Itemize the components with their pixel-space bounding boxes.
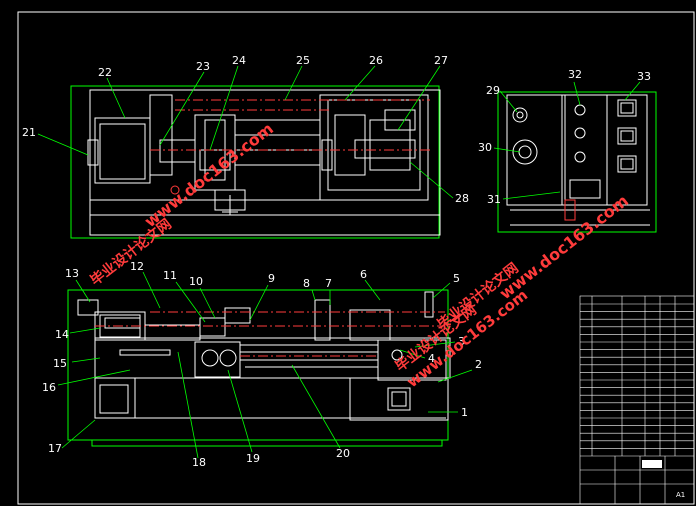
side-view	[497, 91, 657, 233]
leader-30	[493, 147, 521, 153]
leader-8	[311, 289, 316, 301]
balloon-18: 18	[192, 456, 206, 469]
leader-15	[71, 357, 101, 363]
top-view	[70, 85, 441, 239]
leader-29	[499, 90, 518, 113]
leader-31	[502, 191, 561, 200]
drawing-border	[17, 11, 695, 505]
balloon-10: 10	[189, 275, 203, 288]
leader-21	[37, 133, 89, 156]
balloon-7: 7	[325, 277, 332, 290]
balloon-9: 9	[268, 272, 275, 285]
leader-13	[75, 279, 91, 303]
leader-24	[209, 65, 239, 151]
balloon-29: 29	[486, 84, 500, 97]
balloon-12: 12	[130, 260, 144, 273]
leader-22	[106, 77, 126, 119]
leader-17	[61, 419, 96, 449]
leader-28	[409, 161, 454, 199]
leader-16	[57, 369, 131, 386]
balloon-22: 22	[98, 66, 112, 79]
leader-20	[291, 364, 341, 449]
balloon-25: 25	[296, 54, 310, 67]
balloon-19: 19	[246, 452, 260, 465]
leader-25	[284, 65, 303, 101]
leader-19	[227, 369, 253, 453]
leader-27	[397, 65, 441, 131]
leader-6	[364, 279, 381, 301]
watermark-cn-top: 毕业设计论文网	[87, 215, 175, 289]
balloon-3: 3	[458, 335, 465, 348]
leader-33	[624, 81, 641, 101]
balloon-32: 32	[568, 68, 582, 81]
leader-23	[159, 71, 205, 146]
watermark-url-right: www.doc163.com	[496, 191, 632, 303]
balloon-28: 28	[455, 192, 469, 205]
leader-26	[344, 65, 376, 101]
front-view	[67, 289, 451, 447]
leader-32	[573, 81, 581, 106]
balloon-24: 24	[232, 54, 246, 67]
balloon-13: 13	[65, 267, 79, 280]
leader-9	[249, 284, 269, 321]
leader-2	[437, 369, 473, 383]
balloon-21: 21	[22, 126, 36, 139]
balloon-14: 14	[55, 328, 69, 341]
parts-list-frame	[579, 295, 695, 505]
balloon-17: 17	[48, 442, 62, 455]
title-block: A1	[579, 295, 695, 505]
parts-list-rows	[580, 303, 694, 449]
balloon-numbers: 1 2 3 4 5 6 7 8 9 10 11 12 13 14 15 16 1…	[22, 54, 651, 469]
title-block-label-box	[642, 460, 662, 468]
leader-11	[175, 281, 206, 323]
balloon-16: 16	[42, 381, 56, 394]
balloon-5: 5	[453, 272, 460, 285]
leader-lines	[37, 65, 641, 459]
balloon-8: 8	[303, 277, 310, 290]
balloon-27: 27	[434, 54, 448, 67]
leader-18	[177, 351, 199, 459]
balloon-30: 30	[478, 141, 492, 154]
balloon-23: 23	[196, 60, 210, 73]
leader-12	[142, 271, 161, 309]
leader-4	[399, 349, 426, 359]
leader-3	[414, 341, 456, 348]
leader-5	[432, 282, 451, 299]
balloon-1: 1	[461, 406, 468, 419]
balloon-26: 26	[369, 54, 383, 67]
leader-14	[69, 327, 101, 334]
balloon-33: 33	[637, 70, 651, 83]
balloon-4: 4	[428, 352, 435, 365]
balloon-6: 6	[360, 268, 367, 281]
balloon-15: 15	[53, 357, 67, 370]
balloon-2: 2	[475, 358, 482, 371]
balloon-20: 20	[336, 447, 350, 460]
balloon-31: 31	[487, 193, 501, 206]
drawing-size-code: A1	[676, 491, 685, 499]
balloon-11: 11	[163, 269, 177, 282]
leader-10	[199, 287, 216, 319]
